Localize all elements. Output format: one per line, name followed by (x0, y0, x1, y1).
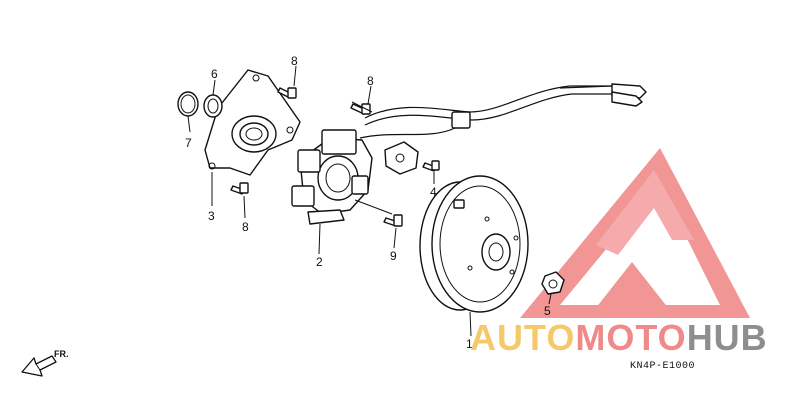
callout-part-8-middle: 8 (367, 74, 374, 88)
watermark-text: AUTOMOTOHUB (470, 317, 768, 358)
callout-part-6: 6 (211, 67, 218, 81)
stator-base-plate (204, 69, 301, 176)
bolt-left (230, 182, 249, 195)
bolt-upper-middle (350, 103, 371, 115)
callout-labels: 6 7 8 8 3 8 2 9 4 5 1 (185, 54, 551, 351)
watermark-word-hub: HUB (687, 317, 768, 358)
pulse-generator (384, 141, 419, 175)
flywheel-nut (541, 271, 565, 295)
bolt-lower (383, 214, 403, 227)
screw-pulse-generator (422, 160, 440, 172)
callout-part-5: 5 (544, 304, 551, 318)
svg-text:AUTOMOTOHUB: AUTOMOTOHUB (470, 317, 768, 358)
watermark-word-moto: MOTO (575, 317, 686, 358)
callout-part-1: 1 (466, 337, 473, 351)
callout-part-8-top: 8 (291, 54, 298, 68)
callout-part-3: 3 (208, 209, 215, 223)
callout-part-7: 7 (185, 136, 192, 150)
oil-seal (203, 94, 223, 118)
front-direction-arrow: FR. (21, 349, 69, 377)
watermark-logo (520, 148, 750, 318)
front-direction-label: FR. (54, 349, 69, 359)
stator-assembly (291, 129, 373, 225)
callout-part-2: 2 (316, 255, 323, 269)
bolt-top (277, 87, 297, 99)
wiring-harness (359, 83, 647, 139)
callout-part-4: 4 (430, 185, 437, 199)
o-ring (177, 91, 199, 117)
watermark-word-auto: AUTO (470, 317, 575, 358)
callout-part-9: 9 (390, 249, 397, 263)
flywheel-rotor (419, 175, 529, 313)
drawing-code: KN4P-E1000 (630, 361, 695, 372)
callout-part-8-left: 8 (242, 220, 249, 234)
leader-lines (187, 65, 552, 337)
